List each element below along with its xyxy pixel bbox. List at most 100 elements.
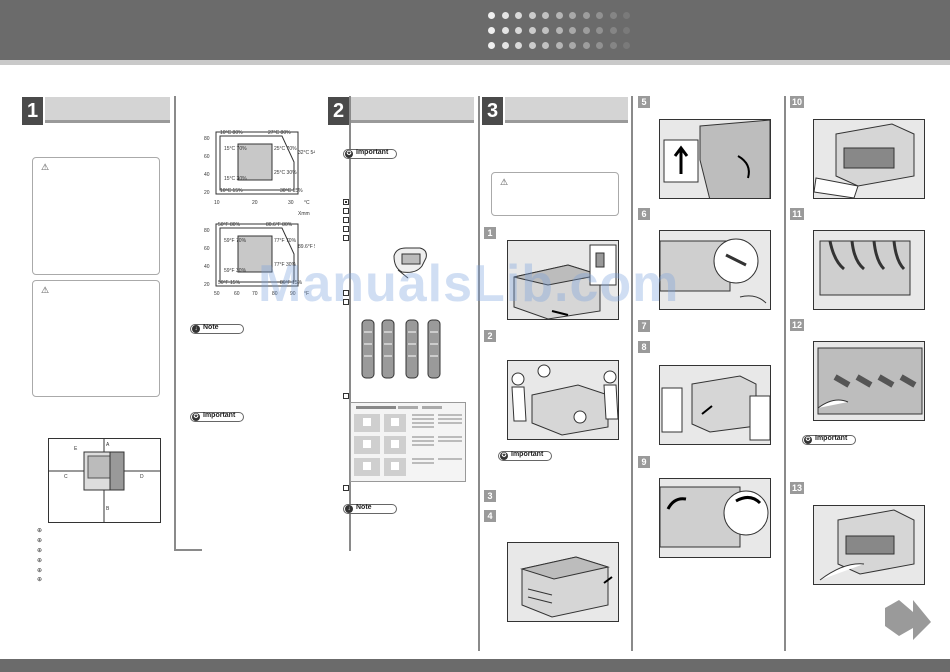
next-page-arrow-icon xyxy=(885,600,931,640)
step-1-illustration xyxy=(507,240,619,320)
decorative-dot xyxy=(569,27,576,34)
warning-box: ⚠ xyxy=(32,157,160,275)
decorative-dot xyxy=(582,12,590,19)
section-number: 1 xyxy=(22,97,43,125)
x-tick-label: 80 xyxy=(272,291,278,297)
section-1-header: 1 xyxy=(22,97,170,125)
decorative-dot xyxy=(488,42,495,49)
x-tick-label: 30 xyxy=(288,200,294,206)
decorative-dot xyxy=(501,42,509,49)
toner-bottles-illustration xyxy=(361,319,441,379)
decorative-dot xyxy=(596,27,603,34)
step-badge: 3 xyxy=(484,490,496,502)
decorative-dot xyxy=(488,27,495,34)
section-title-bar xyxy=(45,97,170,123)
important-icon: ✪ xyxy=(192,413,200,421)
x-tick-label: 20 xyxy=(252,200,258,206)
space-label: E xyxy=(74,446,78,452)
space-label: B xyxy=(106,506,110,512)
decorative-dot xyxy=(555,27,563,34)
y-tick-label: 40 xyxy=(204,172,210,178)
checklist-checkbox xyxy=(343,199,349,205)
important-icon: ✪ xyxy=(500,452,508,460)
step-badge: 13 xyxy=(790,482,804,494)
step-4-illustration xyxy=(507,542,619,622)
space-requirement-diagram: A B C D E xyxy=(48,438,161,523)
step-badge: 5 xyxy=(638,96,650,108)
chart-note: Xmm xyxy=(298,211,310,217)
important-icon: ✪ xyxy=(804,436,812,444)
note-badge: ↓ Note xyxy=(343,504,397,514)
note-icon: ↓ xyxy=(345,505,353,513)
legend-row: ⊕ xyxy=(37,568,43,574)
decorative-dot xyxy=(542,42,549,49)
inner-label: 25°C 30% xyxy=(274,170,297,176)
section-number: 3 xyxy=(482,97,503,125)
header-stripe xyxy=(0,60,950,65)
space-label: A xyxy=(106,442,110,448)
checklist-checkbox xyxy=(343,485,349,491)
decorative-dot xyxy=(596,42,603,49)
step-badge: 12 xyxy=(790,319,804,331)
corner-label: 30°C 15% xyxy=(280,188,303,194)
decorative-dot xyxy=(501,27,509,34)
legend-row: ⊕ xyxy=(37,577,43,583)
legend-row: ⊕ xyxy=(37,558,43,564)
section-number: 2 xyxy=(328,97,349,125)
decorative-dot xyxy=(582,27,590,34)
checklist-checkbox xyxy=(343,393,349,399)
x-unit-label: °F xyxy=(304,291,309,297)
inner-label: 77°F 70% xyxy=(274,238,297,244)
decorative-dot xyxy=(609,27,617,34)
watermark: ManualsLib.com xyxy=(258,255,680,313)
warning-icon: ⚠ xyxy=(500,177,509,187)
checklist-checkbox xyxy=(343,290,349,296)
column-divider xyxy=(349,96,351,551)
checklist-checkbox xyxy=(343,226,349,232)
corner-label: 27°C 80% xyxy=(268,130,291,136)
decorative-dot xyxy=(542,27,549,34)
note-badge: ↓ Note xyxy=(190,324,244,334)
legend-row: ⊕ xyxy=(37,538,43,544)
section-3-header: 3 xyxy=(482,97,628,125)
step-badge: 4 xyxy=(484,510,496,522)
decorative-dot xyxy=(528,42,536,49)
x-tick-label: 50 xyxy=(214,291,220,297)
space-label: C xyxy=(64,474,68,480)
step-badge: 11 xyxy=(790,208,804,220)
decorative-dot xyxy=(569,12,576,19)
checklist-checkbox xyxy=(343,299,349,305)
legend-row: ⊕ xyxy=(37,528,43,534)
step-10-illustration xyxy=(813,119,925,199)
step-5-illustration xyxy=(659,119,771,199)
corner-label: 32°C 54% xyxy=(298,150,315,156)
decorative-dot xyxy=(488,12,495,19)
space-label: D xyxy=(140,474,144,480)
y-tick-label: 20 xyxy=(204,190,210,196)
decorative-dot xyxy=(569,42,576,49)
inner-label: 59°F 70% xyxy=(224,238,247,244)
checklist-checkbox xyxy=(343,235,349,241)
section-2-header: 2 xyxy=(328,97,474,125)
important-badge: ✪ Important xyxy=(343,149,397,159)
decorative-dot-grid xyxy=(488,12,638,52)
step-badge: 6 xyxy=(638,208,650,220)
step-6-illustration xyxy=(659,230,771,310)
important-badge: ✪ Important xyxy=(802,435,856,445)
note-icon: ↓ xyxy=(192,325,200,333)
important-icon: ✪ xyxy=(345,150,353,158)
decorative-dot xyxy=(542,12,549,19)
inner-label: 15°C 30% xyxy=(224,176,247,182)
warning-icon: ⚠ xyxy=(41,162,50,172)
corner-label: 10°C 80% xyxy=(220,130,243,136)
y-tick-label: 60 xyxy=(204,246,210,252)
y-tick-label: 40 xyxy=(204,264,210,270)
step-badge: 10 xyxy=(790,96,804,108)
decorative-dot xyxy=(515,12,522,19)
step-11-illustration xyxy=(813,230,925,310)
inner-label: 77°F 30% xyxy=(274,262,297,268)
column-divider xyxy=(478,96,480,651)
inner-label: 15°C 70% xyxy=(224,146,247,152)
